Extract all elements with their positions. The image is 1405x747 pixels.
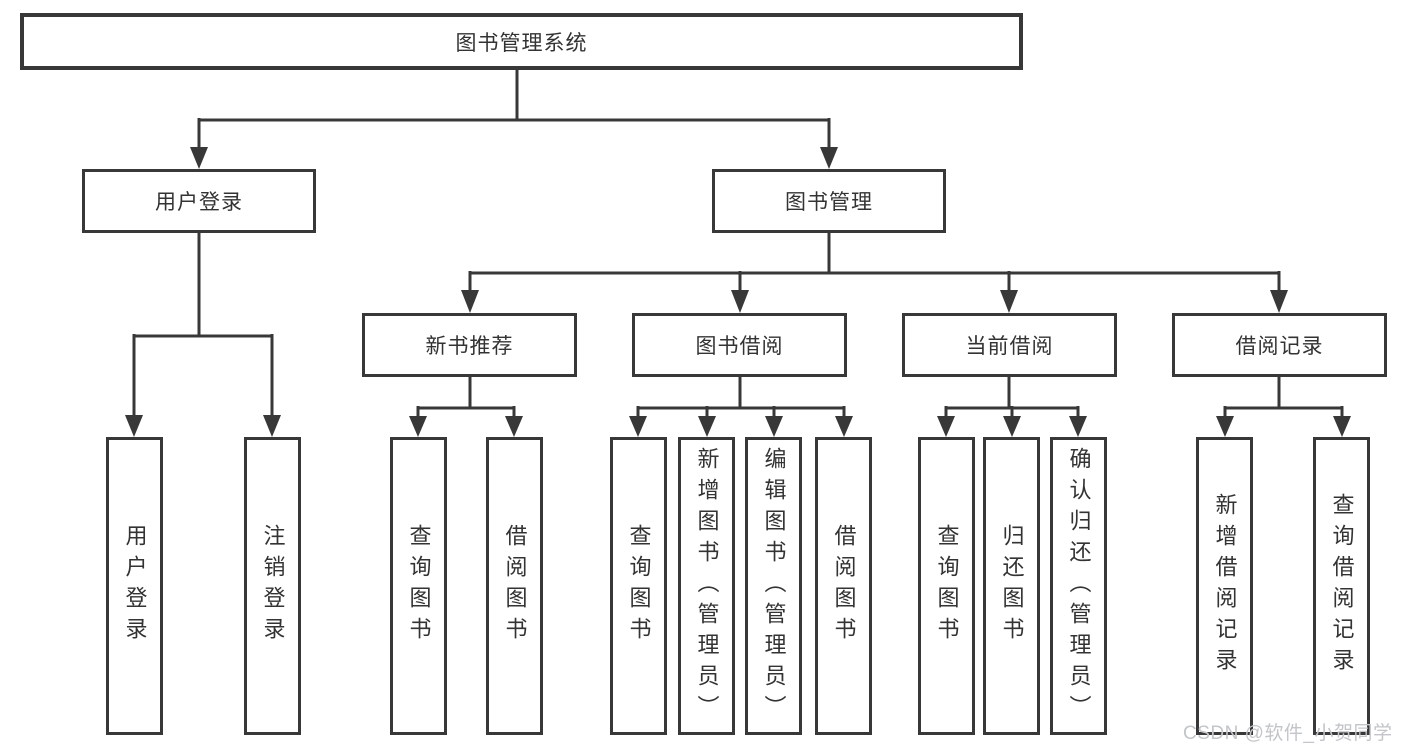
node-book-borrow: 图书借阅 <box>632 313 847 377</box>
leaf-borrow-add-label: 新增图书（管理员） <box>694 446 720 726</box>
connector-user-login-to-leaves <box>125 233 281 437</box>
leaf-records-add: 新增借阅记录 <box>1196 437 1253 735</box>
connector-root-to-level2 <box>190 69 838 169</box>
leaf-records-query: 查询借阅记录 <box>1313 437 1370 735</box>
node-book-borrow-label: 图书借阅 <box>695 335 784 358</box>
node-root-label: 图书管理系统 <box>455 31 588 55</box>
leaf-borrow-borrow: 借阅图书 <box>815 437 872 735</box>
connector-book-management-to-level3 <box>461 233 1288 313</box>
leaf-borrow-query: 查询图书 <box>610 437 667 735</box>
leaf-logout-label: 注销登录 <box>260 524 286 648</box>
leaf-newbook-borrow-label: 借阅图书 <box>502 524 528 648</box>
connector-current-borrow-to-leaves <box>937 377 1087 437</box>
node-user-login: 用户登录 <box>82 169 316 233</box>
leaf-borrow-edit-label: 编辑图书（管理员） <box>761 446 787 726</box>
connector-borrow-records-to-leaves <box>1216 377 1351 437</box>
leaf-borrow-query-label: 查询图书 <box>626 524 652 648</box>
watermark-text: CSDN @软件_小贺同学 <box>1183 723 1393 744</box>
leaf-newbook-query: 查询图书 <box>390 437 447 735</box>
leaf-user-login: 用户登录 <box>106 437 163 735</box>
node-book-management: 图书管理 <box>712 169 946 233</box>
node-current-borrow: 当前借阅 <box>902 313 1117 377</box>
leaf-user-login-label: 用户登录 <box>122 524 148 648</box>
node-borrow-records-label: 借阅记录 <box>1235 335 1324 358</box>
leaf-logout: 注销登录 <box>244 437 301 735</box>
connector-book-borrow-to-leaves <box>629 377 853 437</box>
leaf-current-confirm-label: 确认归还（管理员） <box>1066 446 1092 726</box>
node-root: 图书管理系统 <box>20 13 1023 70</box>
leaf-borrow-edit: 编辑图书（管理员） <box>745 437 802 735</box>
leaf-newbook-borrow: 借阅图书 <box>486 437 543 735</box>
leaf-records-add-label: 新增借阅记录 <box>1212 493 1238 679</box>
leaf-records-query-label: 查询借阅记录 <box>1329 493 1355 679</box>
node-current-borrow-label: 当前借阅 <box>965 335 1054 358</box>
leaf-borrow-borrow-label: 借阅图书 <box>831 524 857 648</box>
leaf-newbook-query-label: 查询图书 <box>406 524 432 648</box>
leaf-current-query: 查询图书 <box>918 437 975 735</box>
leaf-current-return: 归还图书 <box>983 437 1040 735</box>
connector-new-book-to-leaves <box>409 377 523 437</box>
leaf-current-return-label: 归还图书 <box>999 524 1025 648</box>
node-user-login-label: 用户登录 <box>155 191 243 214</box>
node-new-book-recommend-label: 新书推荐 <box>425 335 514 358</box>
node-book-management-label: 图书管理 <box>785 191 873 214</box>
leaf-current-confirm: 确认归还（管理员） <box>1050 437 1107 735</box>
node-borrow-records: 借阅记录 <box>1172 313 1387 377</box>
node-new-book-recommend: 新书推荐 <box>362 313 577 377</box>
leaf-borrow-add: 新增图书（管理员） <box>678 437 735 735</box>
leaf-current-query-label: 查询图书 <box>934 524 960 648</box>
